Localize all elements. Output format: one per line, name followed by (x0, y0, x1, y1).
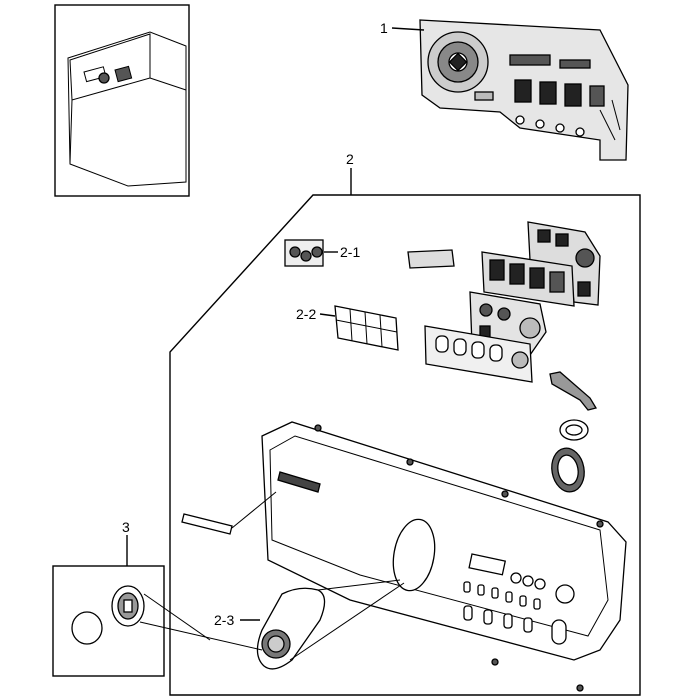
knob-cap (71, 611, 103, 645)
callout-label-1: 1 (380, 20, 388, 36)
control-panel-assembly-boundary (169, 168, 641, 696)
lever-clip (549, 371, 598, 411)
main-pcb-board (419, 19, 629, 161)
sub-control-board-middle (481, 251, 575, 307)
knob (111, 585, 145, 627)
callout-label-3: 3 (122, 519, 130, 535)
knob-inset-box (52, 535, 165, 677)
knob-ring (559, 419, 589, 441)
button-frame (319, 305, 399, 351)
control-panel-housing (261, 421, 627, 692)
knob-gasket (551, 447, 585, 493)
button-membrane-board (424, 325, 533, 383)
knob-cover (240, 579, 405, 670)
appliance-overview-inset (54, 4, 190, 197)
callout-label-2: 2 (346, 151, 354, 167)
knob-leader-lines (139, 593, 263, 651)
callout-label-2-3: 2-3 (214, 612, 234, 628)
knob-button-set (284, 239, 338, 267)
callout-1-leader (391, 27, 425, 31)
callout-label-2-2: 2-2 (296, 306, 316, 322)
display-window (407, 249, 455, 269)
callout-label-2-1: 2-1 (340, 244, 360, 260)
decal-strip (181, 491, 277, 535)
